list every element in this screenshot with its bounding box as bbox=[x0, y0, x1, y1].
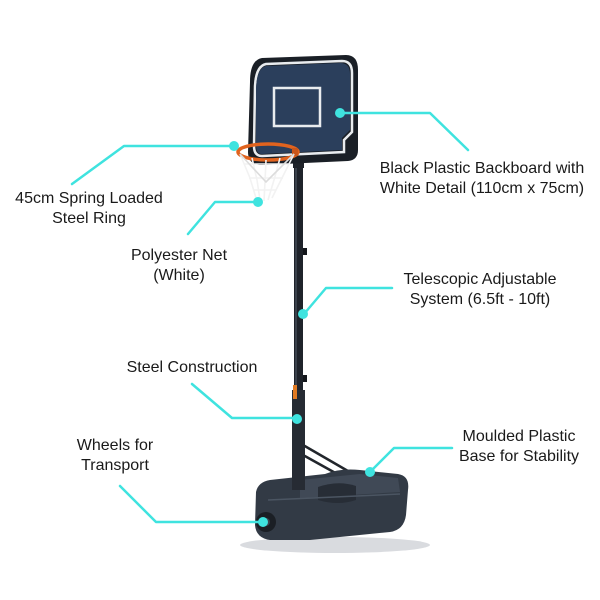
callout-wheels-line-2: Transport bbox=[81, 457, 149, 474]
ring-connector-line bbox=[70, 144, 234, 186]
steel-ring bbox=[236, 142, 300, 162]
callout-backboard-label: Black Plastic Backboard with White Detai… bbox=[366, 159, 598, 199]
construction-connector-line bbox=[190, 382, 298, 420]
callout-backboard-line-2: White Detail (110cm x 75cm) bbox=[379, 180, 585, 197]
callout-net-line-1: Polyester Net bbox=[130, 247, 228, 264]
callout-telescopic-line-1: Telescopic Adjustable bbox=[403, 271, 557, 288]
callout-base-line-2: Base for Stability bbox=[458, 448, 580, 465]
callout-construction-label: Steel Construction bbox=[112, 358, 272, 378]
callout-telescopic-line-2: System (6.5ft - 10ft) bbox=[409, 291, 551, 308]
base-connector-line bbox=[370, 446, 454, 472]
polyester-net bbox=[239, 153, 295, 202]
wheels-connector-dot bbox=[258, 517, 268, 527]
ground-shadow bbox=[240, 537, 430, 553]
construction-connector-dot bbox=[292, 414, 302, 424]
wheels-connector-line bbox=[118, 484, 264, 524]
callout-connectors bbox=[70, 108, 470, 527]
net-connector-line bbox=[186, 200, 258, 236]
telescopic-connector-dot bbox=[298, 309, 308, 319]
backboard-connector-dot bbox=[335, 108, 345, 118]
backboard-connector-line bbox=[338, 111, 470, 152]
callout-net-label: Polyester Net (White) bbox=[114, 246, 244, 286]
callout-ring-line-2: Steel Ring bbox=[52, 210, 126, 227]
callout-base-line-1: Moulded Plastic bbox=[462, 428, 576, 445]
telescopic-pole bbox=[292, 165, 307, 490]
callout-telescopic-label: Telescopic Adjustable System (6.5ft - 10… bbox=[382, 270, 578, 310]
callout-ring-line-1: 45cm Spring Loaded bbox=[15, 190, 163, 207]
callout-ring-label: 45cm Spring Loaded Steel Ring bbox=[4, 189, 174, 229]
callout-backboard-line-1: Black Plastic Backboard with bbox=[379, 160, 585, 177]
ring-connector-dot bbox=[229, 141, 239, 151]
callout-construction-line-1: Steel Construction bbox=[126, 359, 258, 376]
telescopic-connector-line bbox=[302, 286, 394, 316]
moulded-base bbox=[255, 469, 409, 540]
callout-net-line-2: (White) bbox=[153, 267, 205, 284]
backboard bbox=[248, 55, 358, 165]
base-connector-dot bbox=[365, 467, 375, 477]
callout-base-label: Moulded Plastic Base for Stability bbox=[446, 427, 592, 467]
callout-wheels-line-1: Wheels for bbox=[76, 437, 154, 454]
net-connector-dot bbox=[253, 197, 263, 207]
callout-wheels-label: Wheels for Transport bbox=[60, 436, 170, 476]
